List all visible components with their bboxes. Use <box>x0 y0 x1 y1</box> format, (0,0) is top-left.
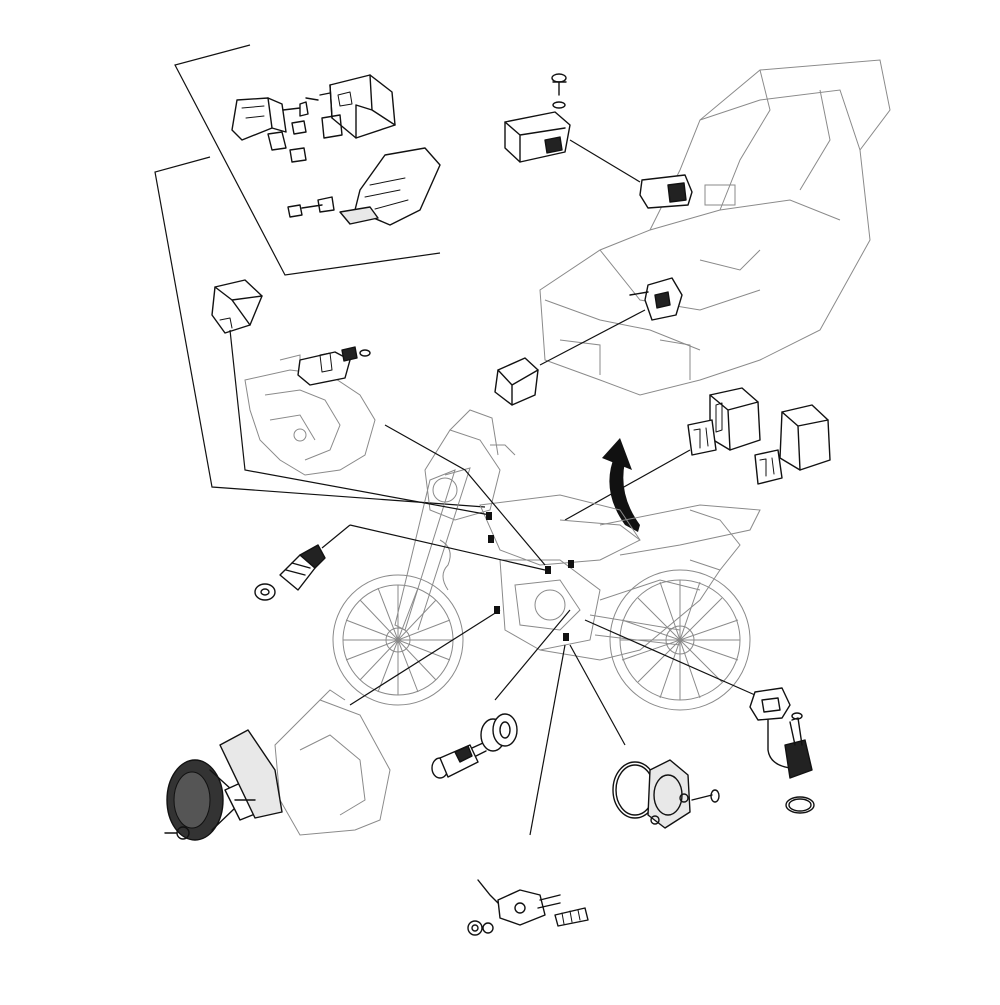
up-arrow <box>602 438 640 532</box>
fuse-box-pair <box>564 387 831 521</box>
cover-o-ring <box>612 759 720 829</box>
horn-bracket <box>274 689 391 836</box>
motorcycle-frame <box>332 409 761 711</box>
rear-subframe <box>539 59 891 396</box>
position-sensor <box>749 687 815 814</box>
relay-connector <box>211 279 263 334</box>
pressure-switch <box>431 742 487 779</box>
sidestand-switch <box>467 879 589 936</box>
rear-relay <box>504 73 693 209</box>
relay-assembly <box>231 74 396 163</box>
horn <box>164 729 283 841</box>
connector-markers <box>486 512 574 641</box>
relay-mount-clamp <box>297 346 371 386</box>
relay-bracket-cover <box>287 147 441 226</box>
rear-connector <box>494 277 683 406</box>
sensor-switch <box>254 524 351 601</box>
grommet <box>480 713 518 752</box>
relay-inset-frame <box>154 44 486 508</box>
engine-bracket <box>244 354 376 476</box>
leader-lines <box>229 329 756 836</box>
